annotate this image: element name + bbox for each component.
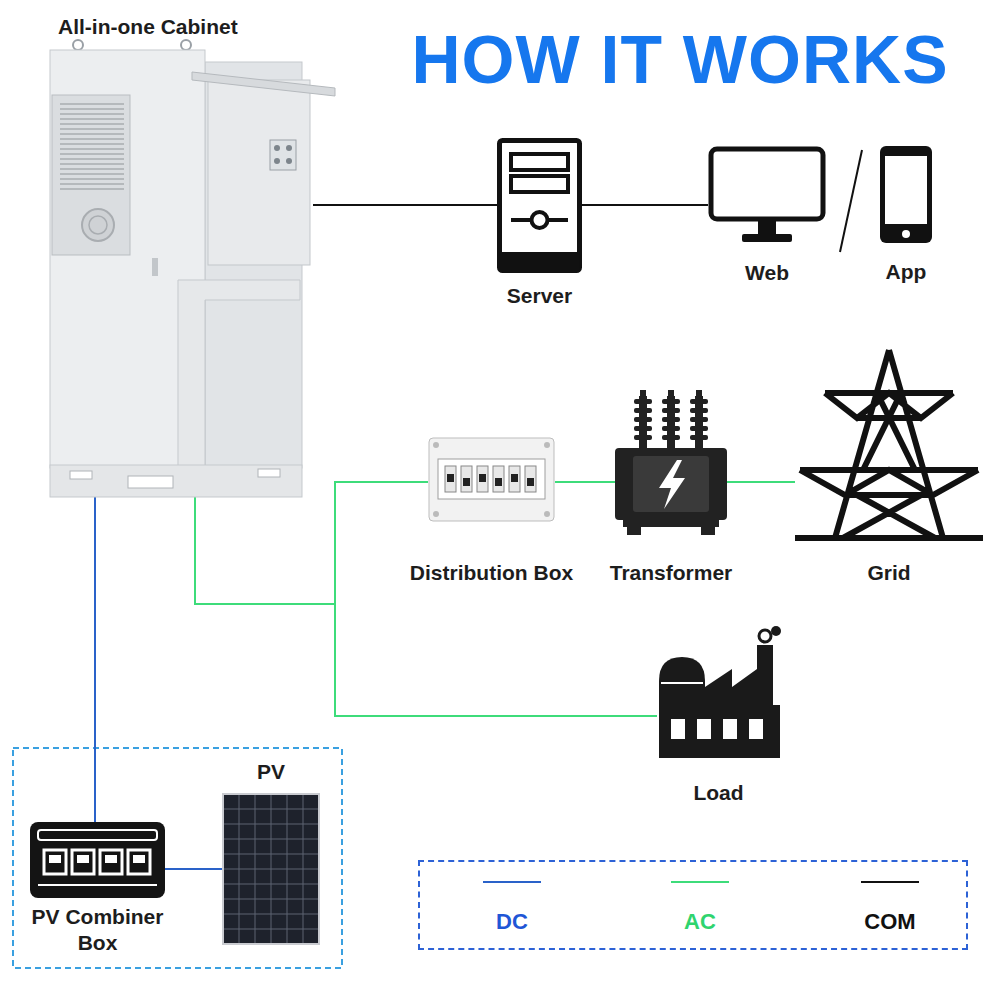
server-node: Server [497, 138, 582, 273]
legend-box: DC AC COM [418, 860, 968, 950]
node-illustration [880, 146, 932, 243]
cabinet-node: All-in-one Cabinet [48, 42, 313, 497]
node-label: Server [507, 283, 572, 309]
legend-entry: COM [825, 862, 955, 948]
wire-connector [195, 482, 428, 604]
node-label: PV [257, 759, 285, 785]
node-label: PV Combiner Box [23, 904, 173, 957]
node-illustration [708, 146, 826, 246]
node-illustration [657, 625, 780, 758]
node-label: Distribution Box [410, 560, 573, 586]
wire-connector [165, 868, 222, 870]
node-label: Transformer [610, 560, 733, 586]
wire-connector [582, 204, 708, 206]
grid-node: Grid [795, 348, 983, 540]
wire-connector [313, 204, 497, 206]
combiner-box-node: PV Combiner Box [30, 822, 165, 898]
legend-label: DC [447, 908, 577, 936]
node-label: Load [693, 780, 743, 806]
node-illustration [222, 793, 320, 945]
node-illustration [428, 437, 555, 522]
legend-line-sample [861, 880, 919, 884]
app-node: App [880, 146, 932, 243]
legend-line-sample [483, 880, 541, 884]
node-label: All-in-one Cabinet [58, 14, 238, 40]
legend-entry: DC [447, 862, 577, 948]
wire-connector [555, 481, 615, 483]
node-illustration [48, 42, 313, 497]
transformer-node: Transformer [615, 390, 727, 535]
pv-group-outline [13, 748, 342, 968]
pv-panel-node: PV [222, 793, 320, 945]
node-label: Web [745, 260, 789, 286]
node-illustration [497, 138, 582, 273]
slash-divider [840, 150, 862, 252]
node-illustration [795, 348, 983, 540]
node-label: Grid [867, 560, 910, 586]
node-illustration [30, 822, 165, 898]
web-node: Web [708, 146, 826, 246]
load-node: Load [657, 625, 780, 758]
node-illustration [615, 390, 727, 535]
wire-connector [94, 497, 96, 822]
legend-entry: AC [635, 862, 765, 948]
node-label: App [886, 259, 927, 285]
legend-label: AC [635, 908, 765, 936]
legend-line-sample [671, 880, 729, 884]
legend-label: COM [825, 908, 955, 936]
page-title: HOW IT WORKS [395, 22, 965, 97]
distribution-box-node: Distribution Box [428, 437, 555, 522]
wire-connector [727, 481, 795, 483]
wire-connector [195, 497, 657, 716]
